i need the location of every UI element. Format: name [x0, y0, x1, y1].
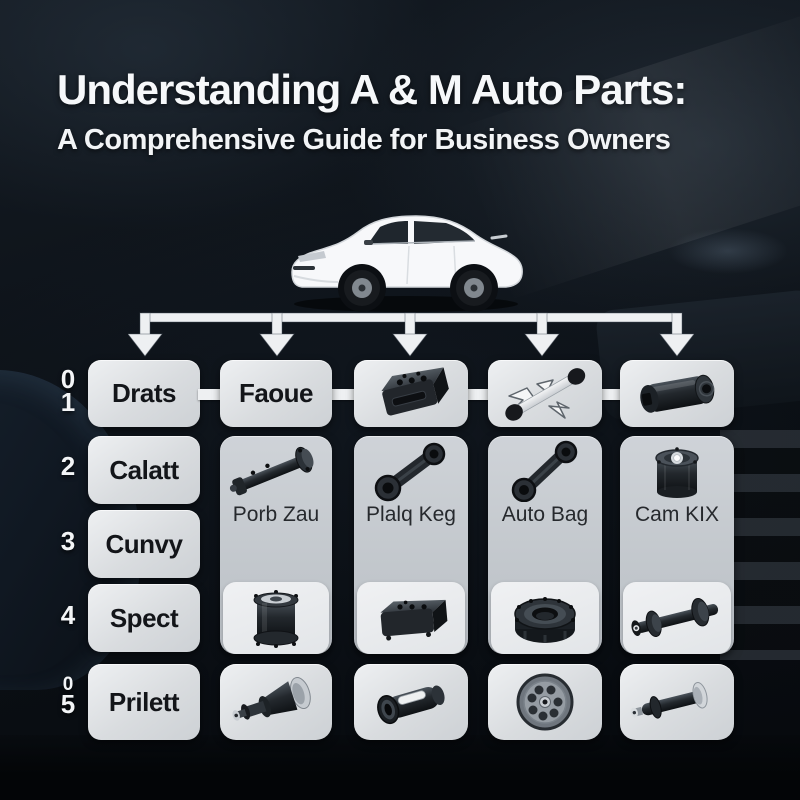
flow-cell-faoue: Faoue [220, 360, 332, 427]
part-label-cam-kix: Cam KIX [634, 503, 720, 526]
subtitle: A Comprehensive Guide for Business Owner… [57, 124, 671, 156]
connector-segment [198, 389, 222, 400]
row-label-box-calatt: Calatt [88, 436, 200, 504]
flow-cell-part-2 [488, 360, 602, 427]
part-subcell [623, 582, 731, 654]
row-label-prilett: Prilett [108, 686, 180, 717]
main-title: Understanding A & M Auto Parts: [57, 66, 687, 113]
background-floor-shadow [0, 735, 800, 800]
part-card-plalq-keg: Plalq Keg [354, 436, 468, 654]
row-label-cunvy: Cunvy [105, 528, 183, 559]
connector-segment [466, 389, 490, 400]
round-gear-housing-icon [514, 597, 576, 643]
row-label-drats: Drats [112, 378, 176, 408]
bottom-cell-3 [488, 664, 602, 740]
flanged-shaft-icon [630, 682, 708, 719]
flow-label-faoue: Faoue [238, 378, 314, 408]
row-label-box-prilett: Prilett [88, 664, 200, 740]
part-label-plalq-keg: Plalq Keg [366, 503, 456, 526]
row-number-4: 4 [60, 600, 76, 630]
connecting-rod-icon [511, 440, 578, 502]
flow-cell-part-1 [354, 360, 468, 427]
row-number-2: 2 [60, 451, 76, 481]
row-label-box-cunvy: Cunvy [88, 510, 200, 578]
row-label-calatt: Calatt [109, 454, 179, 485]
part-subcell [491, 582, 599, 654]
drum-canister-icon [253, 590, 299, 648]
white-sedan-car-illustration [291, 215, 523, 312]
part-label-porb-zau: Porb Zau [232, 503, 320, 526]
hub-cone-shaft-icon [232, 677, 311, 721]
part-card-porb-zau: Porb Zau [220, 436, 332, 654]
collared-roller-shaft-icon [631, 597, 719, 638]
part-card-auto-bag: Auto Bag [488, 436, 602, 654]
background-headlight-glow [668, 228, 788, 274]
bottom-cell-4 [620, 664, 734, 740]
connector-segment [330, 389, 356, 400]
bushing-sleeve-icon [377, 685, 445, 725]
filter-canister-icon [655, 447, 699, 498]
engine-block-icon [380, 599, 448, 641]
flow-connector-arrows [128, 312, 694, 357]
row-label-box-drats: Drats [88, 360, 200, 427]
bottom-cell-2 [354, 664, 468, 740]
axle-with-bracket-icon [505, 367, 586, 421]
engine-block-icon [381, 366, 449, 415]
part-subcell [223, 582, 329, 654]
drive-shaft-icon [229, 446, 314, 496]
connector-segment [600, 389, 622, 400]
bottom-cell-1 [220, 664, 332, 740]
pulley-wheel-icon [516, 673, 574, 731]
part-card-cam-kix: Cam KIX [620, 436, 734, 654]
sleeve-cylinder-icon [640, 374, 715, 413]
part-label-auto-bag: Auto Bag [501, 503, 589, 526]
row-label-spect: Spect [109, 602, 179, 633]
connecting-rod-icon [374, 442, 446, 502]
row-label-box-spect: Spect [88, 584, 200, 652]
flow-cell-part-3 [620, 360, 734, 427]
row-number-3: 3 [60, 526, 76, 556]
part-subcell [357, 582, 465, 654]
